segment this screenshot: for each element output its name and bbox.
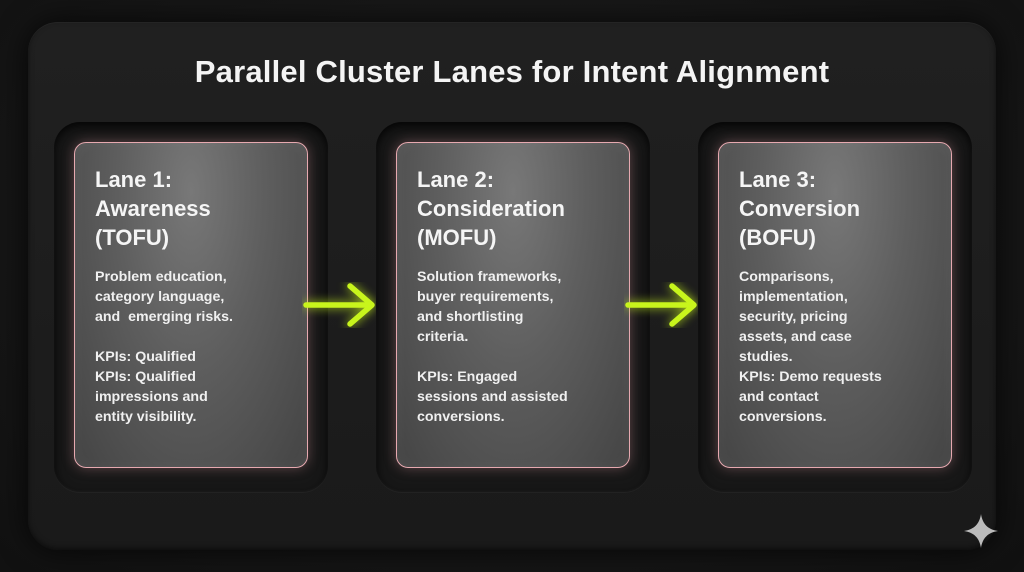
lane-3-slot: Lane 3: Conversion (BOFU) Comparisons, i… <box>698 122 972 492</box>
lane-3-body-line: security, pricing <box>739 309 848 325</box>
lane-3-body-line: KPIs: Demo requests <box>739 369 882 385</box>
lane-2-body-line: and shortlisting <box>417 309 524 325</box>
arrow-right-icon <box>303 283 375 327</box>
lane-2-heading-line-3: (MOFU) <box>417 225 497 250</box>
diagram-title: Parallel Cluster Lanes for Intent Alignm… <box>194 54 830 89</box>
lane-1-body-gap <box>95 327 303 347</box>
lane-1-body-line: Problem education, <box>95 269 227 285</box>
lane-1-body-line: KPIs: Qualified <box>95 369 196 385</box>
lane-1-body-line: category language, <box>95 289 225 305</box>
lane-2-slot: Lane 2: Consideration (MOFU) Solution fr… <box>376 122 650 492</box>
lane-3-card: Lane 3: Conversion (BOFU) Comparisons, i… <box>718 142 952 468</box>
sparkle-icon <box>964 514 998 548</box>
lane-3-heading-line-2: Conversion <box>739 196 861 221</box>
lane-1-body-line: impressions and <box>95 389 208 405</box>
lane-2-body-line: conversions. <box>417 409 505 425</box>
lane-3-body-line: studies. <box>739 349 793 365</box>
arrow-right-icon <box>625 283 697 327</box>
lane-2-body-line: KPIs: Engaged <box>417 369 518 385</box>
lane-1-slot: Lane 1: Awareness (TOFU) Problem educati… <box>54 122 328 492</box>
lane-1-body: Problem education, category language, an… <box>95 267 303 427</box>
lane-1-heading: Lane 1: Awareness (TOFU) <box>95 165 301 252</box>
lane-1-body-line: KPIs: Qualified <box>95 349 196 365</box>
lane-1-heading-line-2: Awareness <box>95 196 211 221</box>
lane-2-body-line: sessions and assisted <box>417 389 568 405</box>
lane-3-body-line: implementation, <box>739 289 848 305</box>
lane-1-body-line: entity visibility. <box>95 409 197 425</box>
lane-3-heading: Lane 3: Conversion (BOFU) <box>739 165 945 252</box>
lane-3-heading-line-3: (BOFU) <box>739 225 816 250</box>
lane-1-heading-line-1: Lane 1: <box>95 167 173 192</box>
lane-2-body-gap <box>417 347 625 367</box>
lane-2-heading: Lane 2: Consideration (MOFU) <box>417 165 623 252</box>
lane-3-body-line: assets, and case <box>739 329 852 345</box>
lane-2-heading-line-2: Consideration <box>417 196 565 221</box>
lane-3-body-line: and contact <box>739 389 819 405</box>
lane-2-body: Solution frameworks, buyer requirements,… <box>417 267 625 427</box>
lane-1-card: Lane 1: Awareness (TOFU) Problem educati… <box>74 142 308 468</box>
lane-3-body-line: conversions. <box>739 409 827 425</box>
lane-2-body-line: buyer requirements, <box>417 289 554 305</box>
lane-1-heading-line-3: (TOFU) <box>95 225 170 250</box>
lane-2-heading-line-1: Lane 2: <box>417 167 495 192</box>
lane-2-body-line: Solution frameworks, <box>417 269 562 285</box>
lane-2-body-line: criteria. <box>417 329 469 345</box>
lane-3-body-line: Comparisons, <box>739 269 834 285</box>
lane-3-heading-line-1: Lane 3: <box>739 167 817 192</box>
lane-1-body-line: and emerging risks. <box>95 309 233 325</box>
lane-2-card: Lane 2: Consideration (MOFU) Solution fr… <box>396 142 630 468</box>
lane-3-body: Comparisons, implementation, security, p… <box>739 267 947 427</box>
